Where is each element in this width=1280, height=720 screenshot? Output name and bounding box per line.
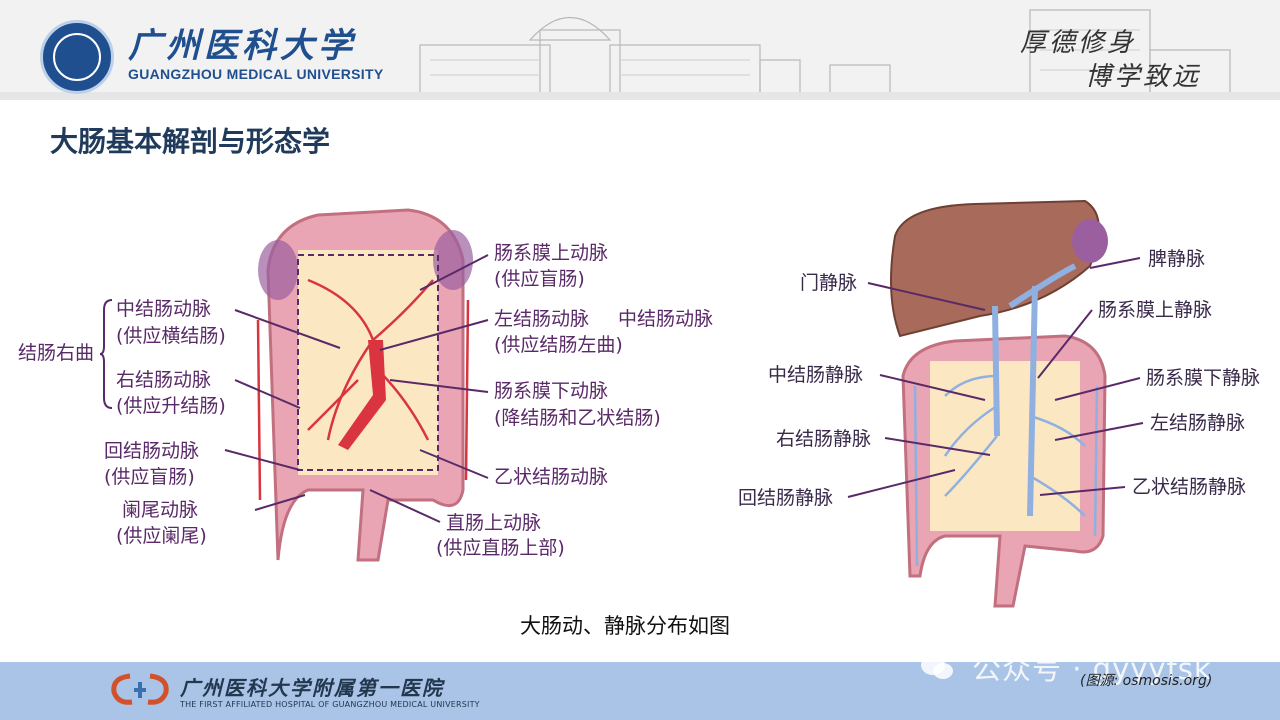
campus-skyline-illustration — [0, 0, 1280, 100]
university-seal-logo — [40, 20, 114, 94]
label-left-colic-supply: (供应结肠左曲) — [494, 334, 623, 356]
label-middle-colic-artery-right: 中结肠动脉 — [618, 308, 714, 330]
label-sigmoid-artery: 乙状结肠动脉 — [494, 466, 609, 488]
wechat-watermark: 公众号 · gyyyfsk — [972, 652, 1212, 686]
university-name-cn: 广州医科大学 — [128, 26, 356, 66]
label-inferior-mesenteric-artery: 肠系膜下动脉 — [494, 380, 609, 402]
label-left-colic-vein: 左结肠静脉 — [1150, 412, 1246, 434]
footer-band — [0, 662, 1280, 720]
wechat-icon — [921, 655, 953, 679]
label-ima-supply: (降结肠和乙状结肠) — [494, 407, 661, 429]
label-portal-vein: 门静脉 — [800, 272, 858, 294]
label-right-colic-artery: 右结肠动脉 — [116, 369, 212, 391]
hospital-name-cn: 广州医科大学附属第一医院 — [180, 676, 444, 700]
label-middle-colic-artery: 中结肠动脉 — [116, 298, 212, 320]
label-sigmoid-vein: 乙状结肠静脉 — [1132, 476, 1247, 498]
bracket-icon — [100, 299, 113, 409]
label-appendicular-artery: 阑尾动脉 — [122, 499, 199, 521]
hospital-name-en: THE FIRST AFFILIATED HOSPITAL OF GUANGZH… — [180, 700, 480, 709]
label-ileocolic-supply: (供应盲肠) — [104, 466, 195, 488]
label-sma-supply: (供应盲肠) — [494, 268, 585, 290]
label-left-colic-artery: 左结肠动脉 — [494, 308, 590, 330]
label-superior-mesenteric-vein: 肠系膜上静脉 — [1098, 299, 1213, 321]
label-inferior-mesenteric-vein: 肠系膜下静脉 — [1146, 367, 1261, 389]
label-superior-rectal-artery: 直肠上动脉 — [446, 512, 542, 534]
label-ileocolic-artery: 回结肠动脉 — [104, 440, 200, 462]
label-middle-colic-supply: (供应横结肠) — [116, 325, 226, 347]
motto-line-2: 博学致远 — [1085, 62, 1202, 92]
university-name-en: GUANGZHOU MEDICAL UNIVERSITY — [128, 66, 384, 82]
label-splenic-vein: 脾静脉 — [1148, 248, 1206, 270]
label-superior-mesenteric-artery: 肠系膜上动脉 — [494, 242, 609, 264]
header-banner: 广州医科大学 GUANGZHOU MEDICAL UNIVERSITY 厚德修身… — [0, 0, 1280, 100]
label-right-colic-vein: 右结肠静脉 — [776, 428, 872, 450]
image-source-credit: (图源: osmosis.org) — [1080, 673, 1213, 689]
label-colon-right-flexure: 结肠右曲 — [18, 342, 95, 364]
label-middle-colic-vein: 中结肠静脉 — [768, 364, 864, 386]
colon-arterial-supply-illustration — [256, 208, 473, 562]
label-superior-rectal-supply: (供应直肠上部) — [436, 537, 565, 559]
motto-line-1: 厚德修身 — [1020, 28, 1137, 58]
label-right-colic-supply: (供应升结肠) — [116, 395, 226, 417]
label-ileocolic-vein: 回结肠静脉 — [738, 487, 834, 509]
figure-caption: 大肠动、静脉分布如图 — [520, 614, 730, 638]
label-appendicular-supply: (供应阑尾) — [116, 525, 207, 547]
slide-title: 大肠基本解剖与形态学 — [50, 125, 331, 158]
hospital-logo-icon — [111, 673, 169, 705]
colon-venous-drainage-illustration — [890, 199, 1108, 608]
